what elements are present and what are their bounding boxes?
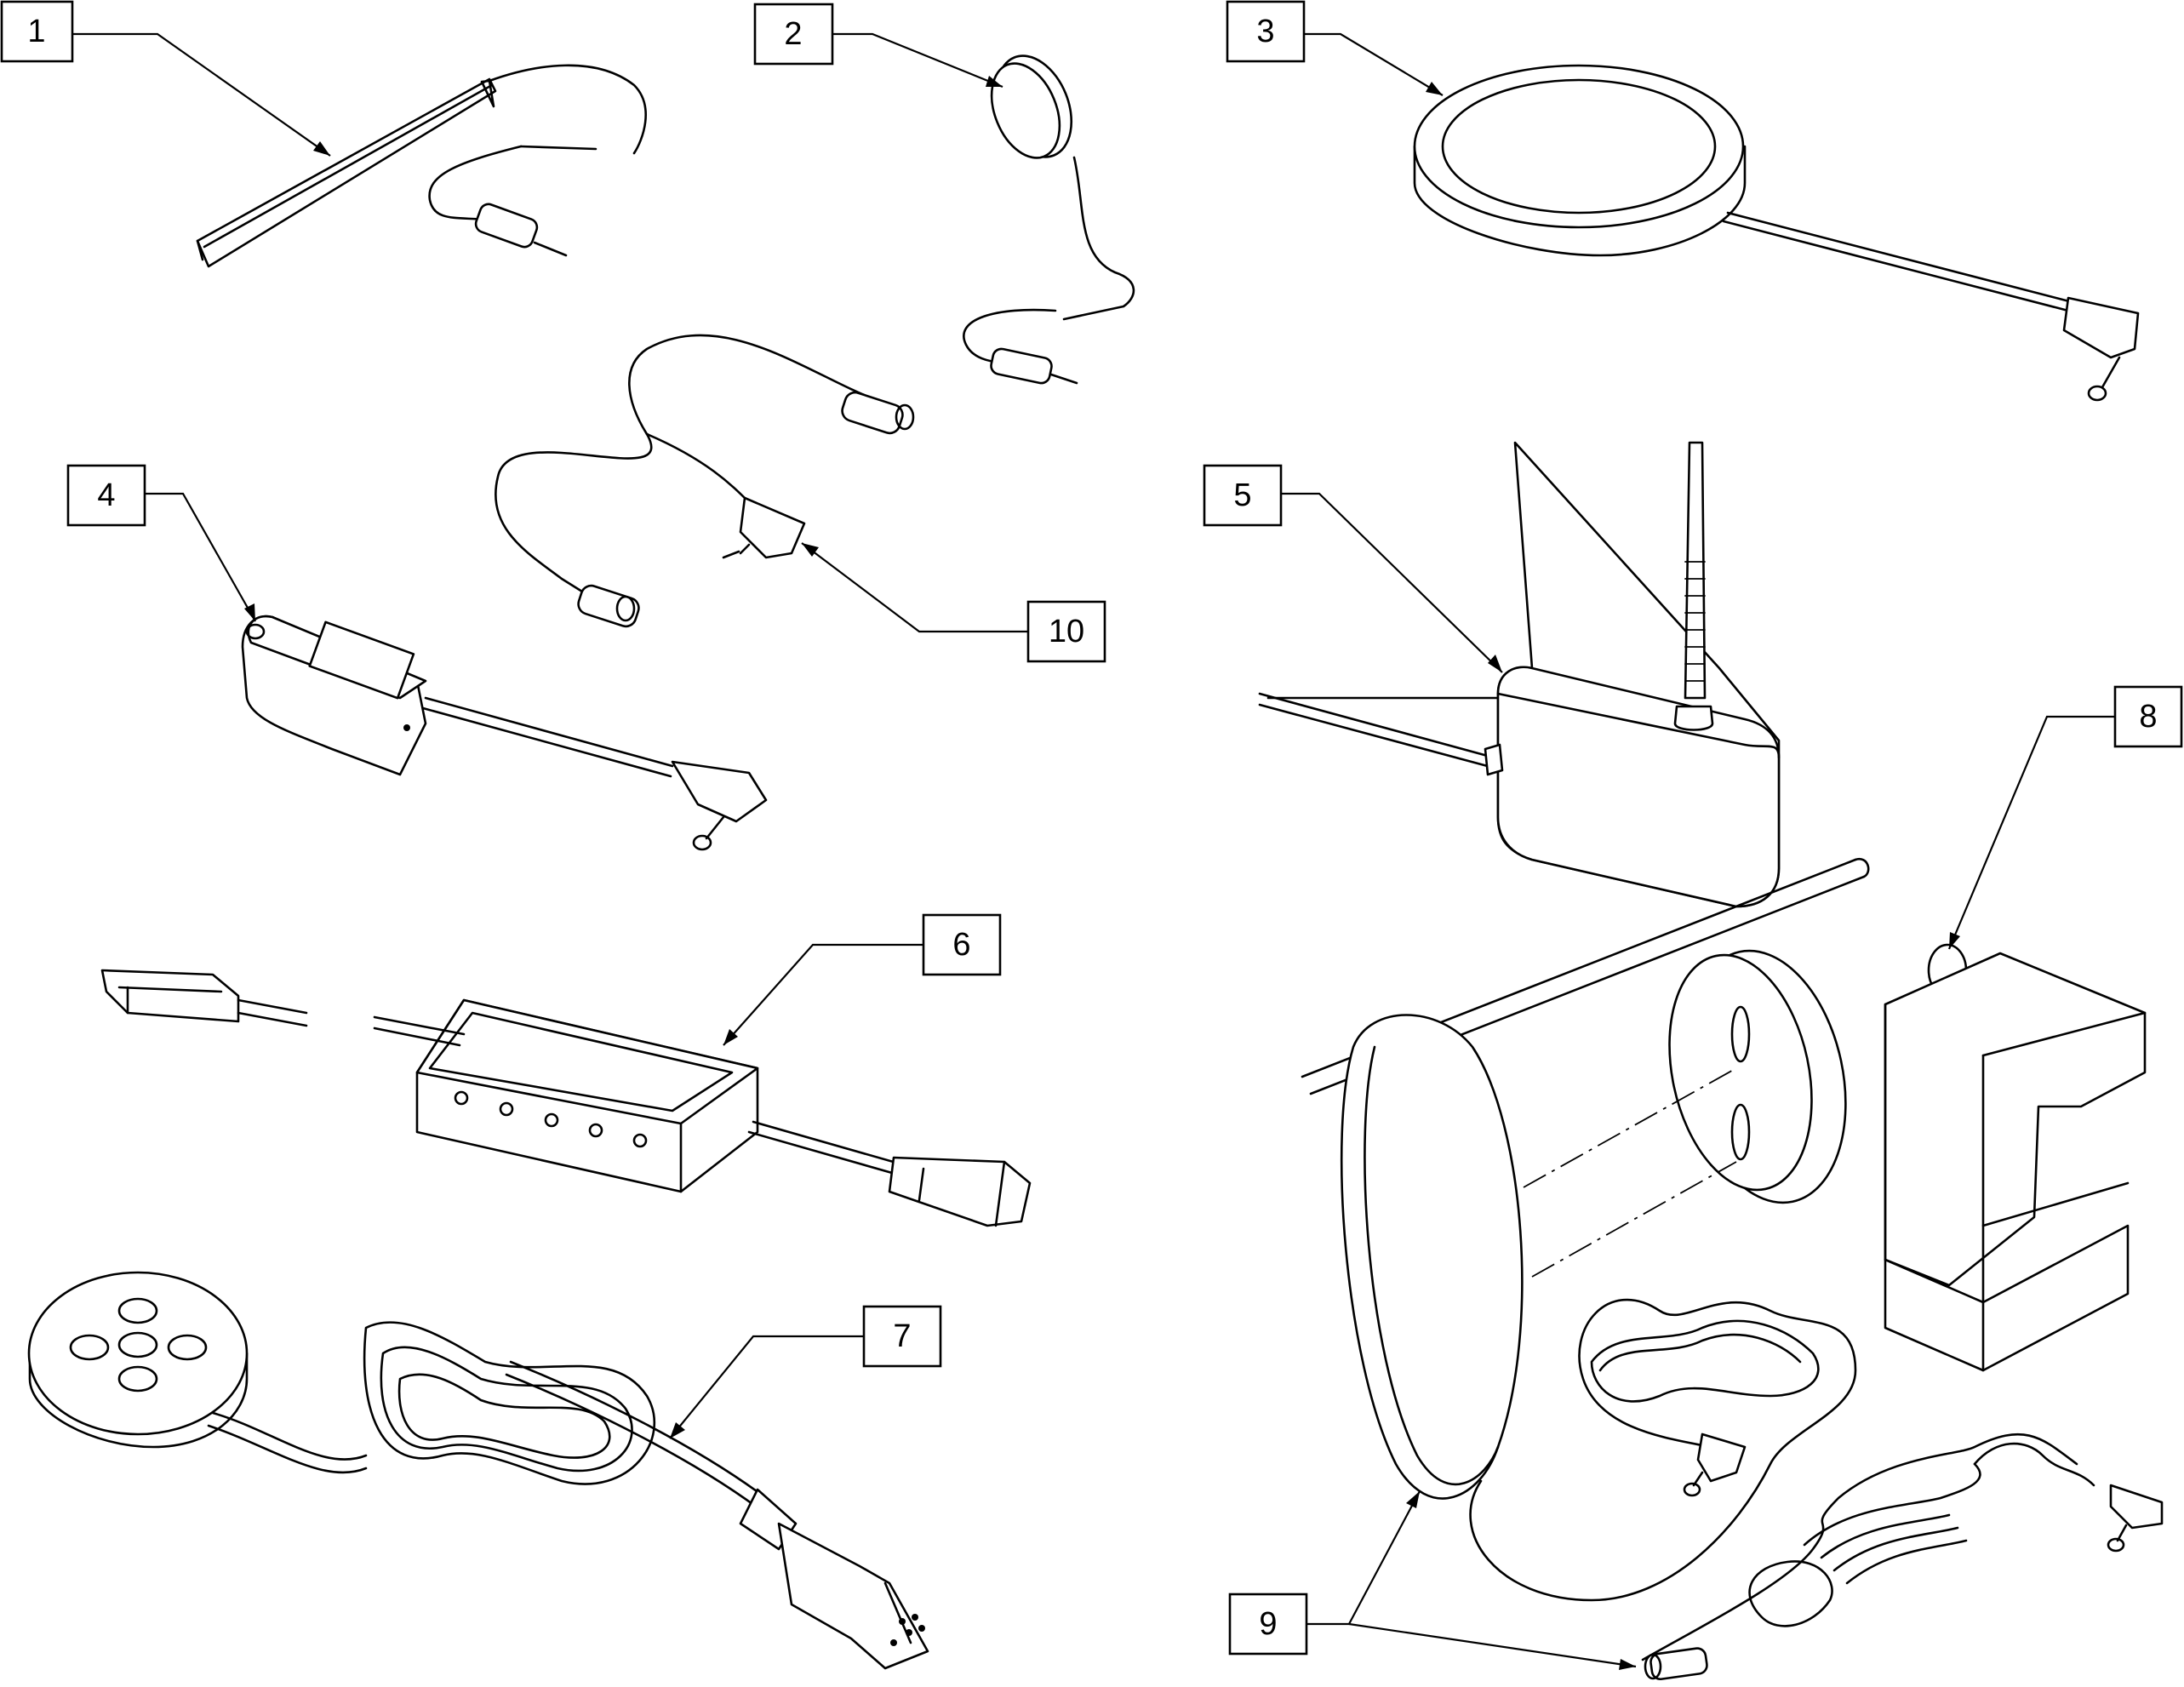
callout-7: 7 — [862, 1305, 942, 1368]
callout-10: 10 — [1026, 600, 1106, 663]
arrowhead-9a — [1406, 1491, 1420, 1508]
leader-9a — [1306, 1490, 1421, 1626]
arrowhead-2 — [986, 76, 1003, 87]
arrowhead-3 — [1426, 82, 1443, 95]
leader-6 — [723, 943, 923, 1046]
callout-8-label: 8 — [2139, 699, 2157, 735]
part-10-y-splitter-cable-icon — [495, 334, 915, 628]
part-2-button-switch-icon — [963, 54, 1135, 385]
leader-4 — [145, 492, 256, 622]
callout-9: 9 — [1228, 1593, 1308, 1656]
callout-2-label: 2 — [784, 16, 802, 52]
arrowhead-4 — [244, 603, 255, 621]
callout-3-label: 3 — [1256, 14, 1274, 49]
arrowhead-7 — [670, 1422, 685, 1438]
callout-1: 1 — [0, 0, 74, 63]
arrowhead-6 — [723, 1029, 738, 1045]
arrowhead-5 — [1488, 655, 1502, 672]
part-1-ribbon-switch-icon — [196, 64, 647, 268]
part-6-serial-interface-box-icon — [100, 969, 1032, 1227]
leader-3 — [1304, 32, 1444, 96]
part-3-large-pad-switch-icon — [1413, 64, 2140, 402]
arrowhead-9b — [1619, 1659, 1636, 1670]
callout-7-label: 7 — [893, 1318, 911, 1354]
callout-2: 2 — [753, 3, 834, 66]
callout-8: 8 — [2113, 685, 2183, 748]
part-5-wireless-transmitter-icon — [1258, 441, 1781, 908]
callout-5: 5 — [1203, 464, 1283, 527]
leader-lines — [72, 32, 2115, 1668]
callout-6-label: 6 — [952, 927, 970, 963]
part-9-pad-switch-with-extension-cable-icon — [1340, 1014, 2164, 1681]
callout-1-label: 1 — [27, 14, 45, 49]
leader-1 — [72, 32, 331, 157]
callout-3: 3 — [1226, 0, 1306, 63]
arrowhead-10 — [802, 543, 819, 557]
callout-9-label: 9 — [1259, 1606, 1277, 1642]
callout-4-label: 4 — [97, 478, 115, 513]
leader-9b — [1348, 1622, 1637, 1668]
callout-4: 4 — [66, 464, 146, 527]
arrowhead-8 — [1949, 932, 1960, 949]
arrowheads — [244, 76, 1960, 1670]
leader-2 — [832, 32, 1003, 89]
callout-5-label: 5 — [1233, 478, 1251, 513]
leader-7 — [669, 1335, 864, 1439]
callout-6: 6 — [922, 913, 1002, 976]
part-4-leaf-switch-icon — [241, 615, 768, 851]
arrowhead-1 — [313, 141, 330, 156]
leader-8 — [1947, 715, 2115, 950]
part-7-five-button-joystick-pad-icon — [27, 1271, 929, 1670]
callout-10-label: 10 — [1049, 614, 1084, 649]
leader-10 — [801, 542, 1028, 633]
leader-5 — [1281, 492, 1503, 673]
